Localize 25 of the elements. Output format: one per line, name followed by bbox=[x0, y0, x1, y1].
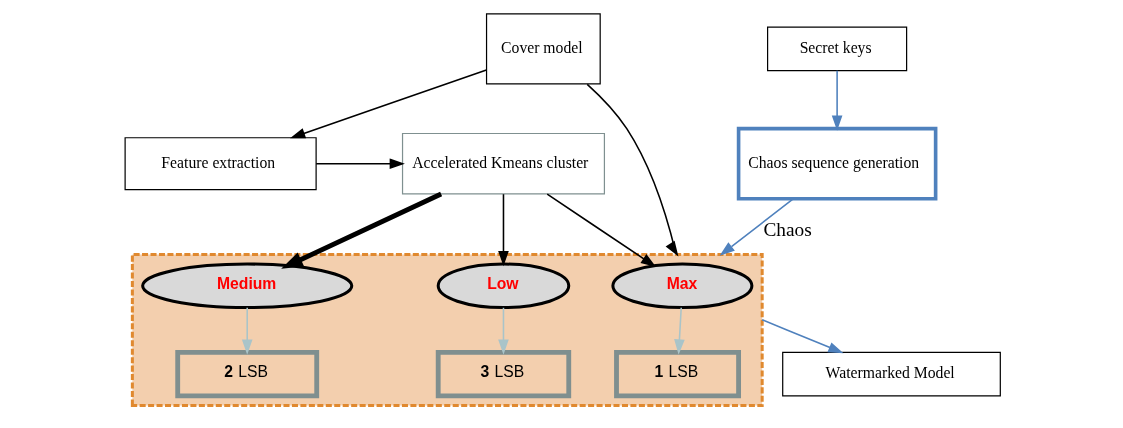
node-box: Accelerated Kmeans cluster bbox=[401, 132, 605, 195]
arrow bbox=[290, 68, 488, 138]
node-box: 1 LSB bbox=[614, 349, 741, 398]
node-box: Secret keys bbox=[767, 26, 908, 71]
node-box: 2 LSB bbox=[175, 349, 320, 398]
node-ellipse: Max bbox=[611, 262, 754, 309]
node-box: Feature extraction bbox=[124, 136, 317, 190]
arrow bbox=[546, 192, 657, 267]
node-box: Watermarked Model bbox=[782, 351, 1001, 396]
edge-label: Chaos bbox=[763, 218, 812, 240]
arrow bbox=[498, 192, 509, 266]
arrow bbox=[761, 318, 844, 353]
node-box: Chaos sequence generation bbox=[736, 126, 938, 201]
node-box: Cover model bbox=[485, 12, 601, 85]
node-ellipse: Medium bbox=[141, 262, 354, 309]
arrow bbox=[831, 69, 843, 131]
arrow bbox=[674, 306, 685, 355]
arrow bbox=[719, 197, 794, 256]
arrow bbox=[498, 306, 509, 355]
node-ellipse: Low bbox=[436, 262, 571, 309]
arrow bbox=[315, 157, 405, 169]
arrow bbox=[281, 191, 443, 269]
arrow bbox=[586, 83, 679, 256]
arrow bbox=[241, 306, 253, 355]
node-box: 3 LSB bbox=[435, 349, 572, 398]
